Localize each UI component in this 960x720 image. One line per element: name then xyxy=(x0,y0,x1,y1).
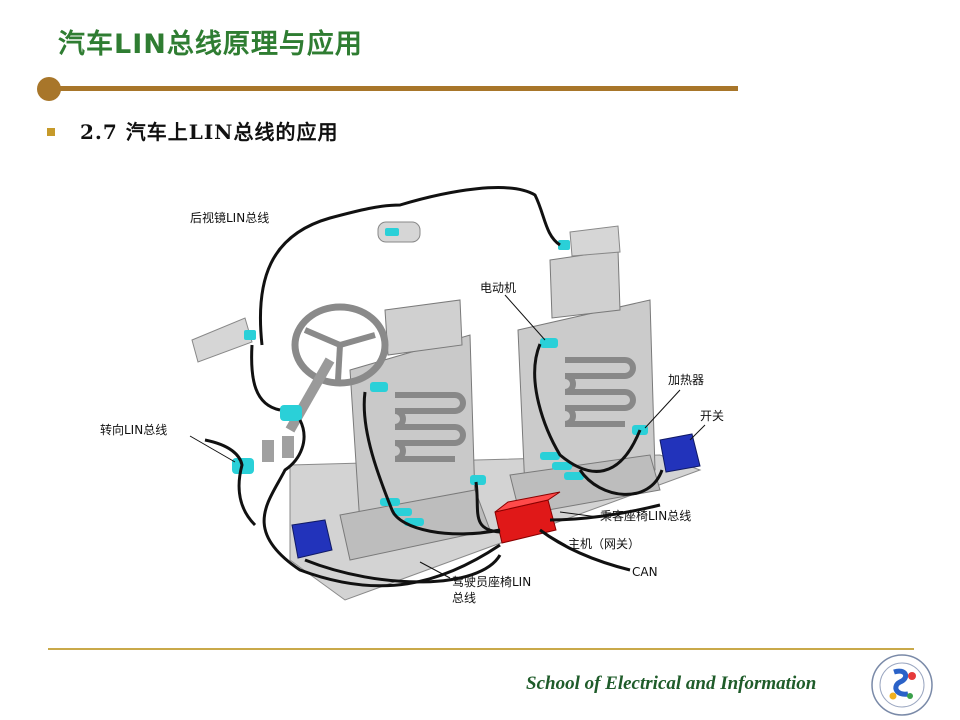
rearview-mirror xyxy=(377,221,421,243)
label-driver-seat-bus-1: 驾驶员座椅LIN xyxy=(452,574,531,589)
label-mirror-bus: 后视镜LIN总线 xyxy=(190,210,269,225)
label-can: CAN xyxy=(632,565,658,579)
label-steering-bus: 转向LIN总线 xyxy=(100,422,167,437)
footer-rule xyxy=(48,648,914,650)
label-leader-lines xyxy=(189,294,706,579)
left-side-mirror xyxy=(191,317,256,363)
section-subtitle: 2.7 汽车上LIN总线的应用 xyxy=(80,120,339,144)
title-rule xyxy=(48,86,738,91)
label-passenger-seat-bus: 乘客座椅LIN总线 xyxy=(600,508,691,523)
right-side-mirror xyxy=(558,225,621,257)
lin-bus-wiring xyxy=(204,186,664,588)
label-switch: 开关 xyxy=(700,409,724,423)
university-seal-icon xyxy=(871,654,933,716)
footer-institution: School of Electrical and Information xyxy=(526,673,817,694)
label-host: 主机（网关） xyxy=(568,537,640,551)
driver-seat-switch-module xyxy=(291,519,333,559)
steering-assembly xyxy=(232,303,389,474)
slide-title: 汽车LIN总线原理与应用 xyxy=(58,29,363,60)
passenger-seat-switch-module xyxy=(659,433,701,473)
bullet-icon xyxy=(47,128,55,136)
label-motor: 电动机 xyxy=(480,281,516,295)
car-lin-bus-diagram: 后视镜LIN总线 电动机 加热器 开关 转向LIN总线 乘客座椅LIN总线 主机… xyxy=(100,186,724,605)
label-heater: 加热器 xyxy=(668,373,704,387)
label-driver-seat-bus-2: 总线 xyxy=(452,591,476,605)
